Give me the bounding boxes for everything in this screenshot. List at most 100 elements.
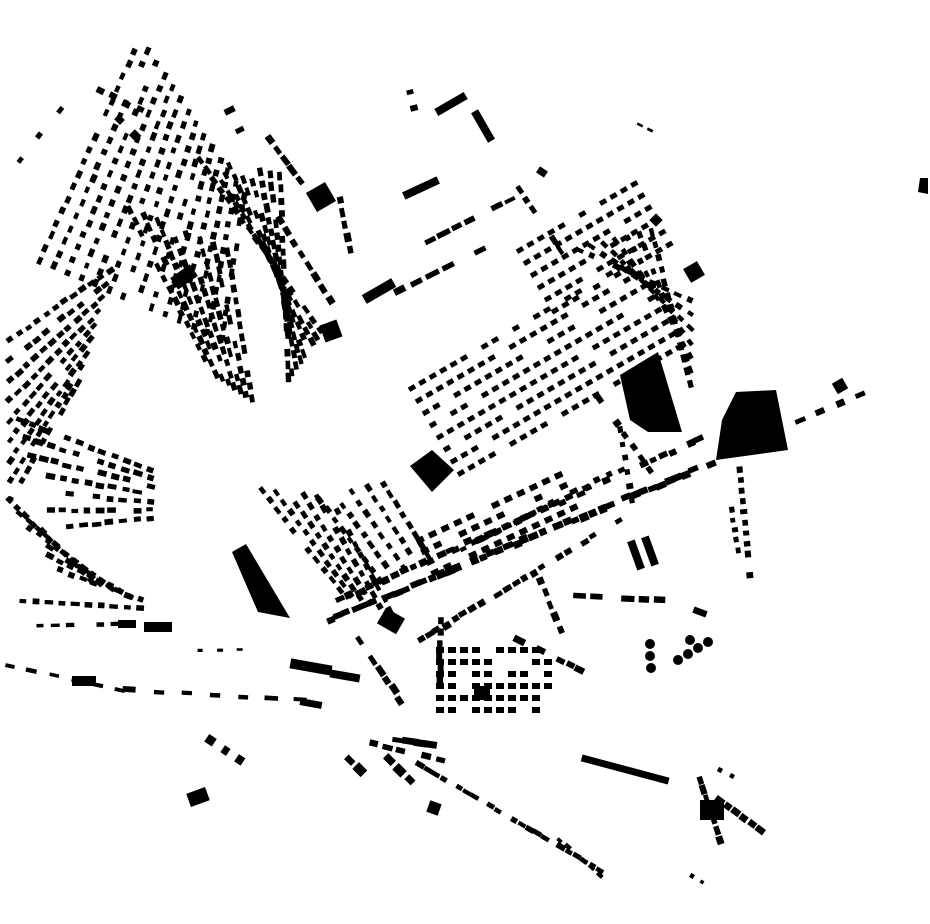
building	[157, 146, 166, 156]
building	[643, 270, 651, 278]
building	[132, 489, 143, 495]
building	[542, 306, 552, 314]
building	[638, 595, 650, 603]
building	[422, 739, 438, 749]
building	[230, 205, 241, 216]
building	[6, 436, 14, 444]
building	[360, 530, 369, 539]
building	[111, 452, 120, 460]
building	[592, 234, 601, 243]
building	[268, 181, 275, 192]
building	[448, 647, 456, 653]
building	[439, 775, 448, 783]
building	[91, 521, 102, 528]
building	[519, 432, 528, 441]
building	[333, 507, 342, 516]
building	[654, 354, 663, 363]
buildings-landmarks	[72, 92, 849, 820]
building	[346, 566, 354, 575]
building	[496, 707, 504, 713]
building	[289, 658, 333, 676]
building	[200, 248, 207, 258]
building	[56, 105, 65, 115]
building	[660, 318, 670, 327]
building	[426, 800, 442, 816]
building	[428, 420, 438, 429]
building	[685, 438, 697, 448]
building	[137, 595, 145, 603]
building	[448, 671, 456, 677]
building	[286, 285, 296, 295]
building	[420, 751, 432, 761]
building	[538, 527, 548, 537]
building	[51, 303, 60, 312]
building	[113, 586, 123, 595]
building	[490, 201, 504, 212]
building	[578, 511, 590, 523]
building	[137, 229, 145, 238]
building	[68, 291, 79, 300]
building	[609, 192, 618, 200]
building	[515, 354, 524, 363]
building	[66, 562, 75, 571]
building	[34, 400, 43, 409]
building	[435, 384, 445, 393]
building	[587, 863, 596, 872]
building	[617, 466, 626, 474]
building	[344, 547, 353, 556]
building	[466, 603, 478, 614]
building	[574, 228, 584, 237]
building	[619, 294, 628, 303]
building	[31, 335, 42, 345]
building	[738, 487, 745, 494]
building	[484, 659, 492, 665]
building	[56, 329, 65, 339]
building	[629, 288, 639, 297]
building	[435, 227, 452, 240]
building	[370, 520, 379, 529]
building	[264, 133, 276, 146]
building	[588, 360, 597, 369]
building	[151, 59, 160, 68]
building	[432, 540, 443, 550]
building	[554, 288, 563, 297]
building	[145, 145, 152, 154]
building	[133, 461, 143, 469]
building	[355, 499, 363, 508]
building	[6, 416, 14, 425]
building	[58, 507, 66, 513]
building	[70, 601, 80, 607]
building	[640, 222, 650, 231]
building	[520, 671, 528, 677]
building	[280, 259, 287, 270]
building	[517, 820, 527, 829]
building	[511, 578, 522, 588]
building	[352, 575, 362, 586]
building	[143, 183, 152, 193]
building	[229, 381, 238, 392]
building	[55, 250, 64, 259]
building	[574, 288, 583, 296]
building	[97, 469, 108, 478]
building	[71, 508, 79, 514]
building	[32, 598, 40, 605]
building	[564, 848, 573, 856]
building	[367, 565, 377, 575]
building	[581, 396, 590, 405]
building	[418, 378, 427, 386]
building	[279, 498, 288, 507]
building	[550, 366, 559, 375]
building	[176, 211, 184, 221]
building	[392, 284, 407, 296]
building	[15, 329, 24, 337]
building	[465, 512, 476, 521]
building	[534, 645, 547, 655]
building	[686, 338, 694, 347]
building	[614, 516, 623, 525]
building	[292, 500, 301, 510]
building	[137, 96, 145, 106]
building	[301, 304, 311, 315]
building	[186, 787, 210, 807]
building	[73, 378, 83, 388]
building	[556, 625, 565, 635]
